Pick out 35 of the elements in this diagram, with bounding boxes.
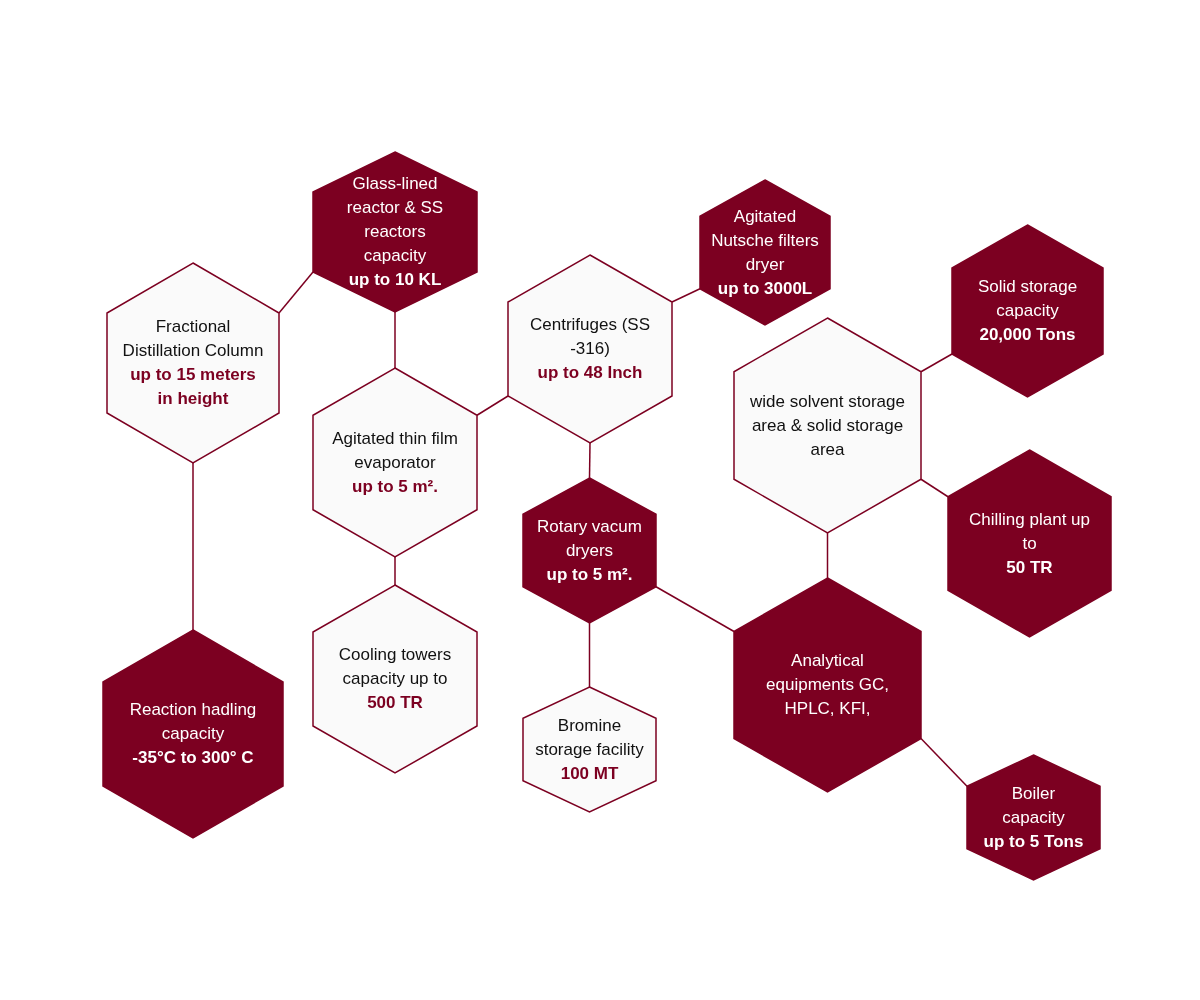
connector-line xyxy=(826,532,829,579)
capacity-value: up to 5 m². xyxy=(352,475,438,498)
connector-line xyxy=(588,622,591,688)
connector-line xyxy=(920,478,949,498)
connector-line xyxy=(278,271,314,314)
connector-line xyxy=(655,586,735,633)
connector-line xyxy=(920,737,968,787)
connector-line xyxy=(588,442,591,479)
capacity-value: up to 5 m². xyxy=(546,563,633,586)
capacity-value: 500 TR xyxy=(367,692,423,714)
capacity-value: up to 15 meters in height xyxy=(129,364,257,410)
capacity-value: 20,000 Tons xyxy=(979,324,1076,346)
equipment-label: Cooling towers capacity up to xyxy=(337,644,453,690)
capacity-value: up to 3000L xyxy=(717,277,813,300)
equipment-label: Centrifuges (SS -316) xyxy=(529,314,651,360)
equipment-label: Fractional Distillation Column xyxy=(121,316,265,362)
connector-line xyxy=(394,556,396,586)
equipment-label: Reaction hadling capacity xyxy=(128,699,258,745)
equipment-label: Chilling plant up to xyxy=(968,508,1091,555)
equipment-label: Bromine storage facility xyxy=(534,714,645,761)
capacity-value: 50 TR xyxy=(1006,556,1053,579)
capacity-value: 100 MT xyxy=(560,762,619,785)
connector-line xyxy=(920,353,953,373)
capacity-value: -35°C to 300° C xyxy=(132,747,254,769)
connector-line xyxy=(671,288,701,303)
connector-line xyxy=(476,395,509,416)
capacity-value: up to 48 Inch xyxy=(537,362,643,384)
capacity-value: up to 5 Tons xyxy=(983,830,1084,853)
equipment-label: Solid storage capacity xyxy=(976,276,1079,322)
equipment-label: Analytical equipments GC, HPLC, KFI, xyxy=(765,650,890,720)
connector-line xyxy=(192,462,194,631)
capacity-value: up to 10 KL xyxy=(348,269,442,291)
equipment-label: wide solvent storage area & solid storage area xyxy=(749,390,906,461)
equipment-label: Agitated thin film evaporator xyxy=(331,427,459,474)
connector-line xyxy=(394,311,396,369)
